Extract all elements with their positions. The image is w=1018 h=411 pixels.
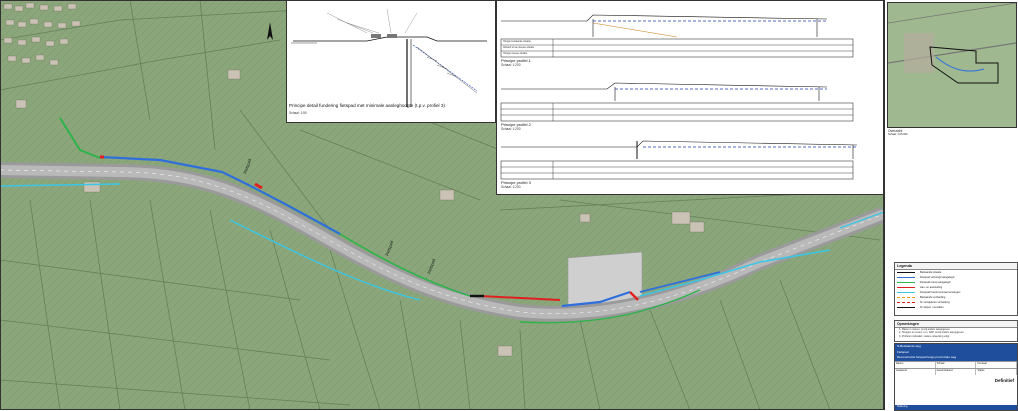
profile-3-caption: Principe profiel 3 [501, 180, 531, 185]
tb-meta: Formaat [976, 361, 1018, 368]
profile-3-scale: Schaal: 1:200 [501, 185, 521, 189]
legend: Legenda Bestaande situatie Fietspad verh… [894, 262, 1018, 316]
north-arrow-icon [267, 22, 273, 40]
map-label-2: Fietspad [384, 240, 394, 256]
tb-meta: Status [976, 368, 1018, 375]
detail-scale: Schaal: 1:50 [289, 111, 307, 115]
note-line: 3. Profielen indicatief, nadere uitwerki… [899, 334, 950, 338]
detail-inset: Principe detail fundering fietspad met m… [286, 0, 496, 123]
tb-meta: Schaal [936, 361, 977, 368]
tb-meta: Datum [895, 361, 936, 368]
tb-project-1: N-Bestaande weg [895, 344, 1017, 350]
legend-item: Te verwijderen verharding [895, 300, 1017, 305]
tb-meta: Gecontroleerd [936, 368, 977, 375]
profile-row-3: Hoogte nieuwe situatie [503, 52, 528, 55]
overview-map [887, 2, 1017, 128]
profile-3-drawing [500, 140, 858, 180]
path-red-1 [479, 295, 561, 301]
legend-item: Fietspad nieuw aangelegd [895, 280, 1017, 285]
notes: Opmerkingen 1. Maten in meters, tenzij a… [894, 320, 1018, 342]
title-block: N-Bestaande weg Fietspad Reconstructie f… [894, 343, 1018, 411]
village-buildings [3, 2, 705, 357]
tb-project-3: Reconstructie fietspad langs provinciale… [895, 355, 1017, 361]
overview-label: Overzicht [888, 129, 903, 133]
legend-item: Bestaande verharding [895, 295, 1017, 300]
note-line: 1. Maten in meters, tenzij anders aangeg… [899, 328, 950, 331]
profile-2-scale: Schaal: 1:200 [501, 127, 521, 131]
profile-1-caption: Principe profiel 1 [501, 58, 531, 63]
overview-scale: Schaal: 1:25.000 [888, 133, 908, 136]
profile-2-drawing [500, 82, 854, 122]
notes-title: Opmerkingen [895, 321, 1017, 328]
profile-2-caption: Principe profiel 2 [501, 122, 531, 127]
legend-item: Fietspad verhoogd aangelegd [895, 275, 1017, 280]
map-label-3: Fietspad [426, 258, 436, 274]
detail-title: Principe detail fundering fietspad met m… [289, 103, 445, 108]
path-cyan-1 [639, 249, 831, 297]
note-line: 2. Hoogten in meters t.o.v. NAP, tenzij … [899, 331, 964, 335]
legend-item: Aan- en aansluiting [895, 285, 1017, 290]
profile-row-1: Hoogte bestaande situatie [503, 40, 531, 43]
field-parcels [0, 0, 881, 410]
legend-item: Bestaande situatie [895, 270, 1017, 275]
legend-item: Te slopen / vervallen [895, 305, 1017, 310]
profile-1-scale: Schaal: 1:200 [501, 63, 521, 67]
map-label-1: Fietspad [242, 158, 252, 174]
tb-footer: Tekening [895, 405, 1017, 410]
profile-row-2: Afstand tot as nieuwe situatie [503, 46, 535, 49]
profile-1-drawing [500, 14, 854, 58]
path-green-2 [339, 233, 471, 297]
tb-meta: Getekend [895, 368, 936, 375]
legend-item: Fietspad breed-normaal vervangen [895, 290, 1017, 295]
tb-status: Definitief [994, 378, 1014, 383]
path-blue-1 [99, 155, 223, 174]
profiles-inset: Principe profiel 1 Schaal: 1:200 Princip… [496, 0, 884, 195]
path-green-1 [59, 117, 101, 159]
legend-title: Legenda [895, 263, 1017, 270]
tb-project-2: Fietspad [895, 349, 1017, 356]
